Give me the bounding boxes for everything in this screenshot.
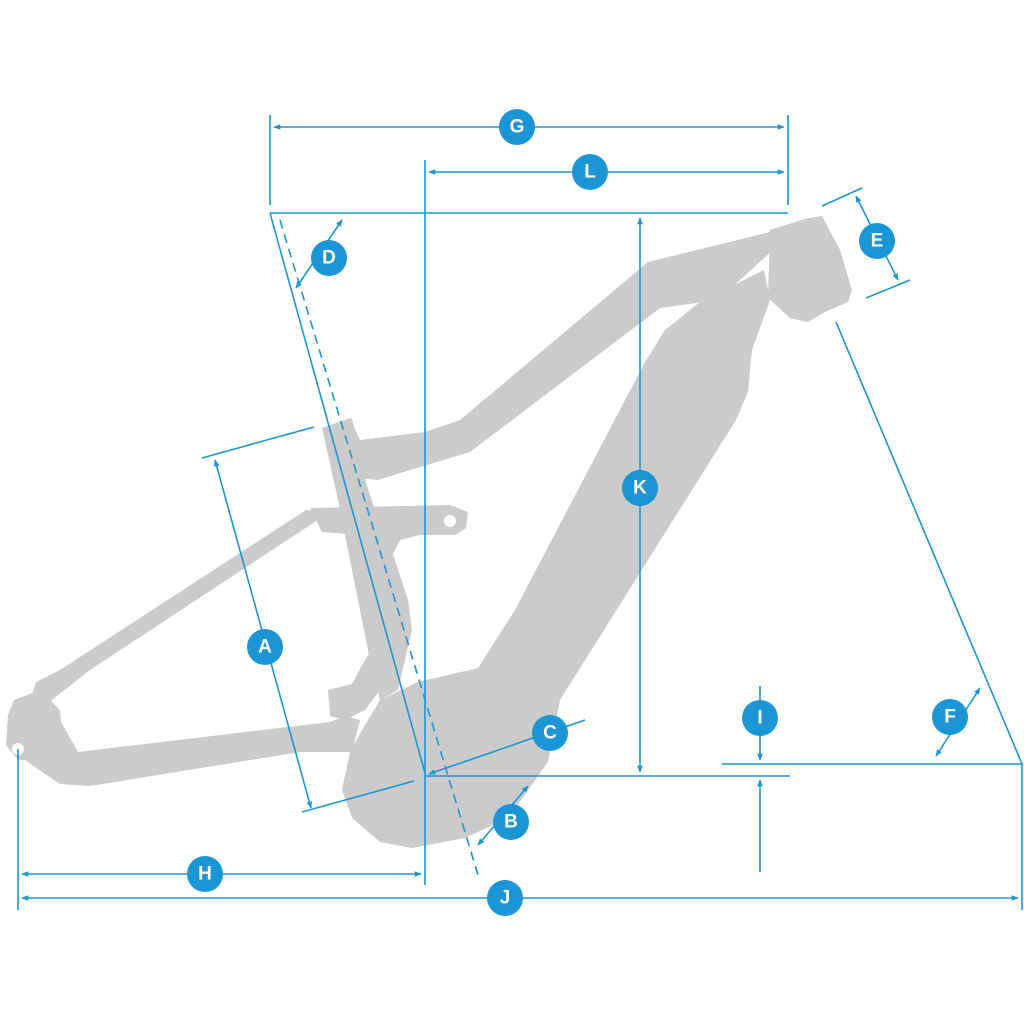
top-tube [322,232,775,480]
badge-f: F [932,699,968,735]
down-tube [342,270,770,848]
label-g: G [510,117,525,138]
badge-j: J [487,880,523,916]
badge-i: I [742,700,778,736]
label-l: L [584,162,596,183]
label-f: F [944,707,956,728]
badge-c: C [532,715,568,751]
badge-g: G [499,109,535,145]
label-b: B [504,812,518,833]
rear-dropout [6,690,62,760]
shock-mount [328,640,390,720]
bike-frame [6,216,852,848]
label-j: J [500,888,511,909]
label-h: H [198,864,212,885]
reference-lines [17,115,1023,910]
label-e: E [871,231,884,252]
rocker-pivot [444,515,456,527]
rocker-link [310,505,468,556]
badge-k: K [622,470,658,506]
seat-stay [30,510,330,710]
badge-l: L [572,154,608,190]
seat-tube [322,418,412,700]
label-k: K [633,478,647,499]
label-i: I [757,708,762,729]
label-d: D [322,248,336,269]
badge-b: B [493,804,529,840]
badge-d: D [311,240,347,276]
badge-e: E [859,223,895,259]
badge-a: A [247,629,283,665]
chain-stay [12,708,360,786]
head-tube [768,216,852,322]
label-c: C [543,723,557,744]
label-a: A [258,637,272,658]
badge-h: H [187,856,223,892]
